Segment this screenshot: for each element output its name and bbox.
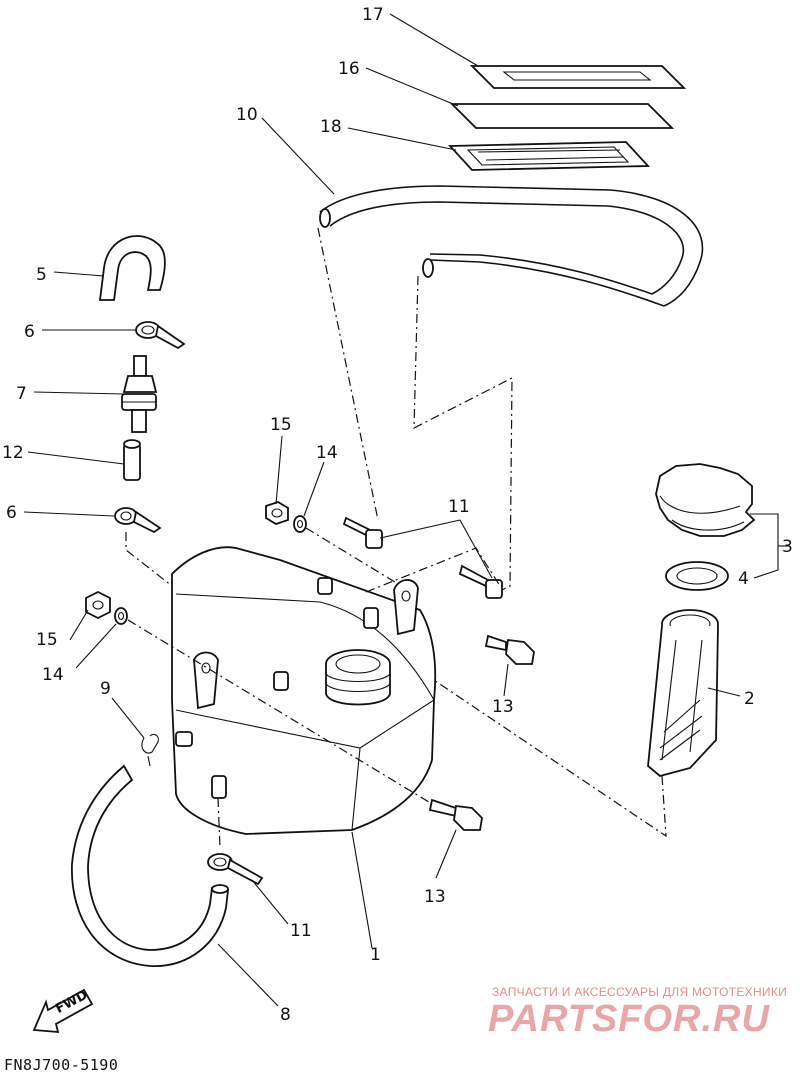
callout-4: 4	[738, 569, 749, 589]
callout-15-upper: 15	[270, 415, 292, 435]
breather-valve-7	[121, 355, 158, 433]
fuel-hose-8	[71, 764, 229, 967]
callout-8: 8	[280, 1005, 291, 1025]
fwd-arrow-icon: FWD	[32, 988, 94, 1034]
callout-5: 5	[36, 265, 47, 285]
clip-9	[141, 733, 159, 767]
callout-17: 17	[362, 5, 384, 25]
callout-labels: 17 16 18 10 5 6 7 12 6 15 14 11 3 4 15 1…	[2, 5, 793, 1025]
plate-18	[447, 141, 651, 171]
breather-hose-5	[98, 235, 166, 301]
callout-14-upper: 14	[316, 443, 338, 463]
gasket-4	[665, 561, 729, 591]
washer-14-upper	[293, 515, 307, 533]
pipe-12	[123, 439, 141, 481]
bolt-13-upper	[484, 634, 535, 665]
callout-13-upper: 13	[492, 697, 514, 717]
callout-3: 3	[782, 537, 793, 557]
callout-12: 12	[2, 443, 24, 463]
watermark-tagline: ЗАПЧАСТИ И АКСЕССУАРЫ ДЛЯ МОТОТЕХНИКИ	[492, 985, 788, 999]
callout-14-lower: 14	[42, 665, 64, 685]
clip-6-lower	[114, 507, 162, 534]
plate-16	[449, 103, 675, 129]
callout-7: 7	[16, 384, 27, 404]
callout-1: 1	[370, 945, 381, 965]
callout-2: 2	[744, 689, 755, 709]
leader-lines	[23, 13, 790, 1007]
clamp-11-right	[458, 564, 503, 599]
callout-6-upper: 6	[24, 322, 35, 342]
callout-6-lower: 6	[6, 503, 17, 523]
figure-code: FN8J700-5190	[4, 1056, 119, 1074]
nut-15-upper	[265, 501, 289, 525]
callout-15-lower: 15	[36, 630, 58, 650]
bolt-13-lower	[428, 798, 483, 831]
filler-neck-2	[647, 609, 719, 777]
clamp-11-lower	[207, 853, 264, 886]
clip-6-upper	[135, 321, 186, 350]
clamp-11-left	[342, 516, 383, 549]
plate-17	[469, 65, 687, 89]
callout-10: 10	[236, 105, 258, 125]
callout-16: 16	[338, 59, 360, 79]
watermark-logo[interactable]: PARTSFOR.RU	[488, 998, 770, 1040]
callout-18: 18	[320, 117, 342, 137]
fuel-cap-3	[655, 463, 756, 537]
washer-14-lower	[114, 607, 128, 625]
callout-11-upper: 11	[448, 497, 470, 517]
callout-13-lower: 13	[424, 887, 446, 907]
callout-9: 9	[100, 679, 111, 699]
fuel-tank-1	[171, 546, 437, 835]
nut-15-lower	[85, 590, 111, 620]
vent-hose-10	[319, 185, 704, 307]
callout-11-lower: 11	[290, 921, 312, 941]
